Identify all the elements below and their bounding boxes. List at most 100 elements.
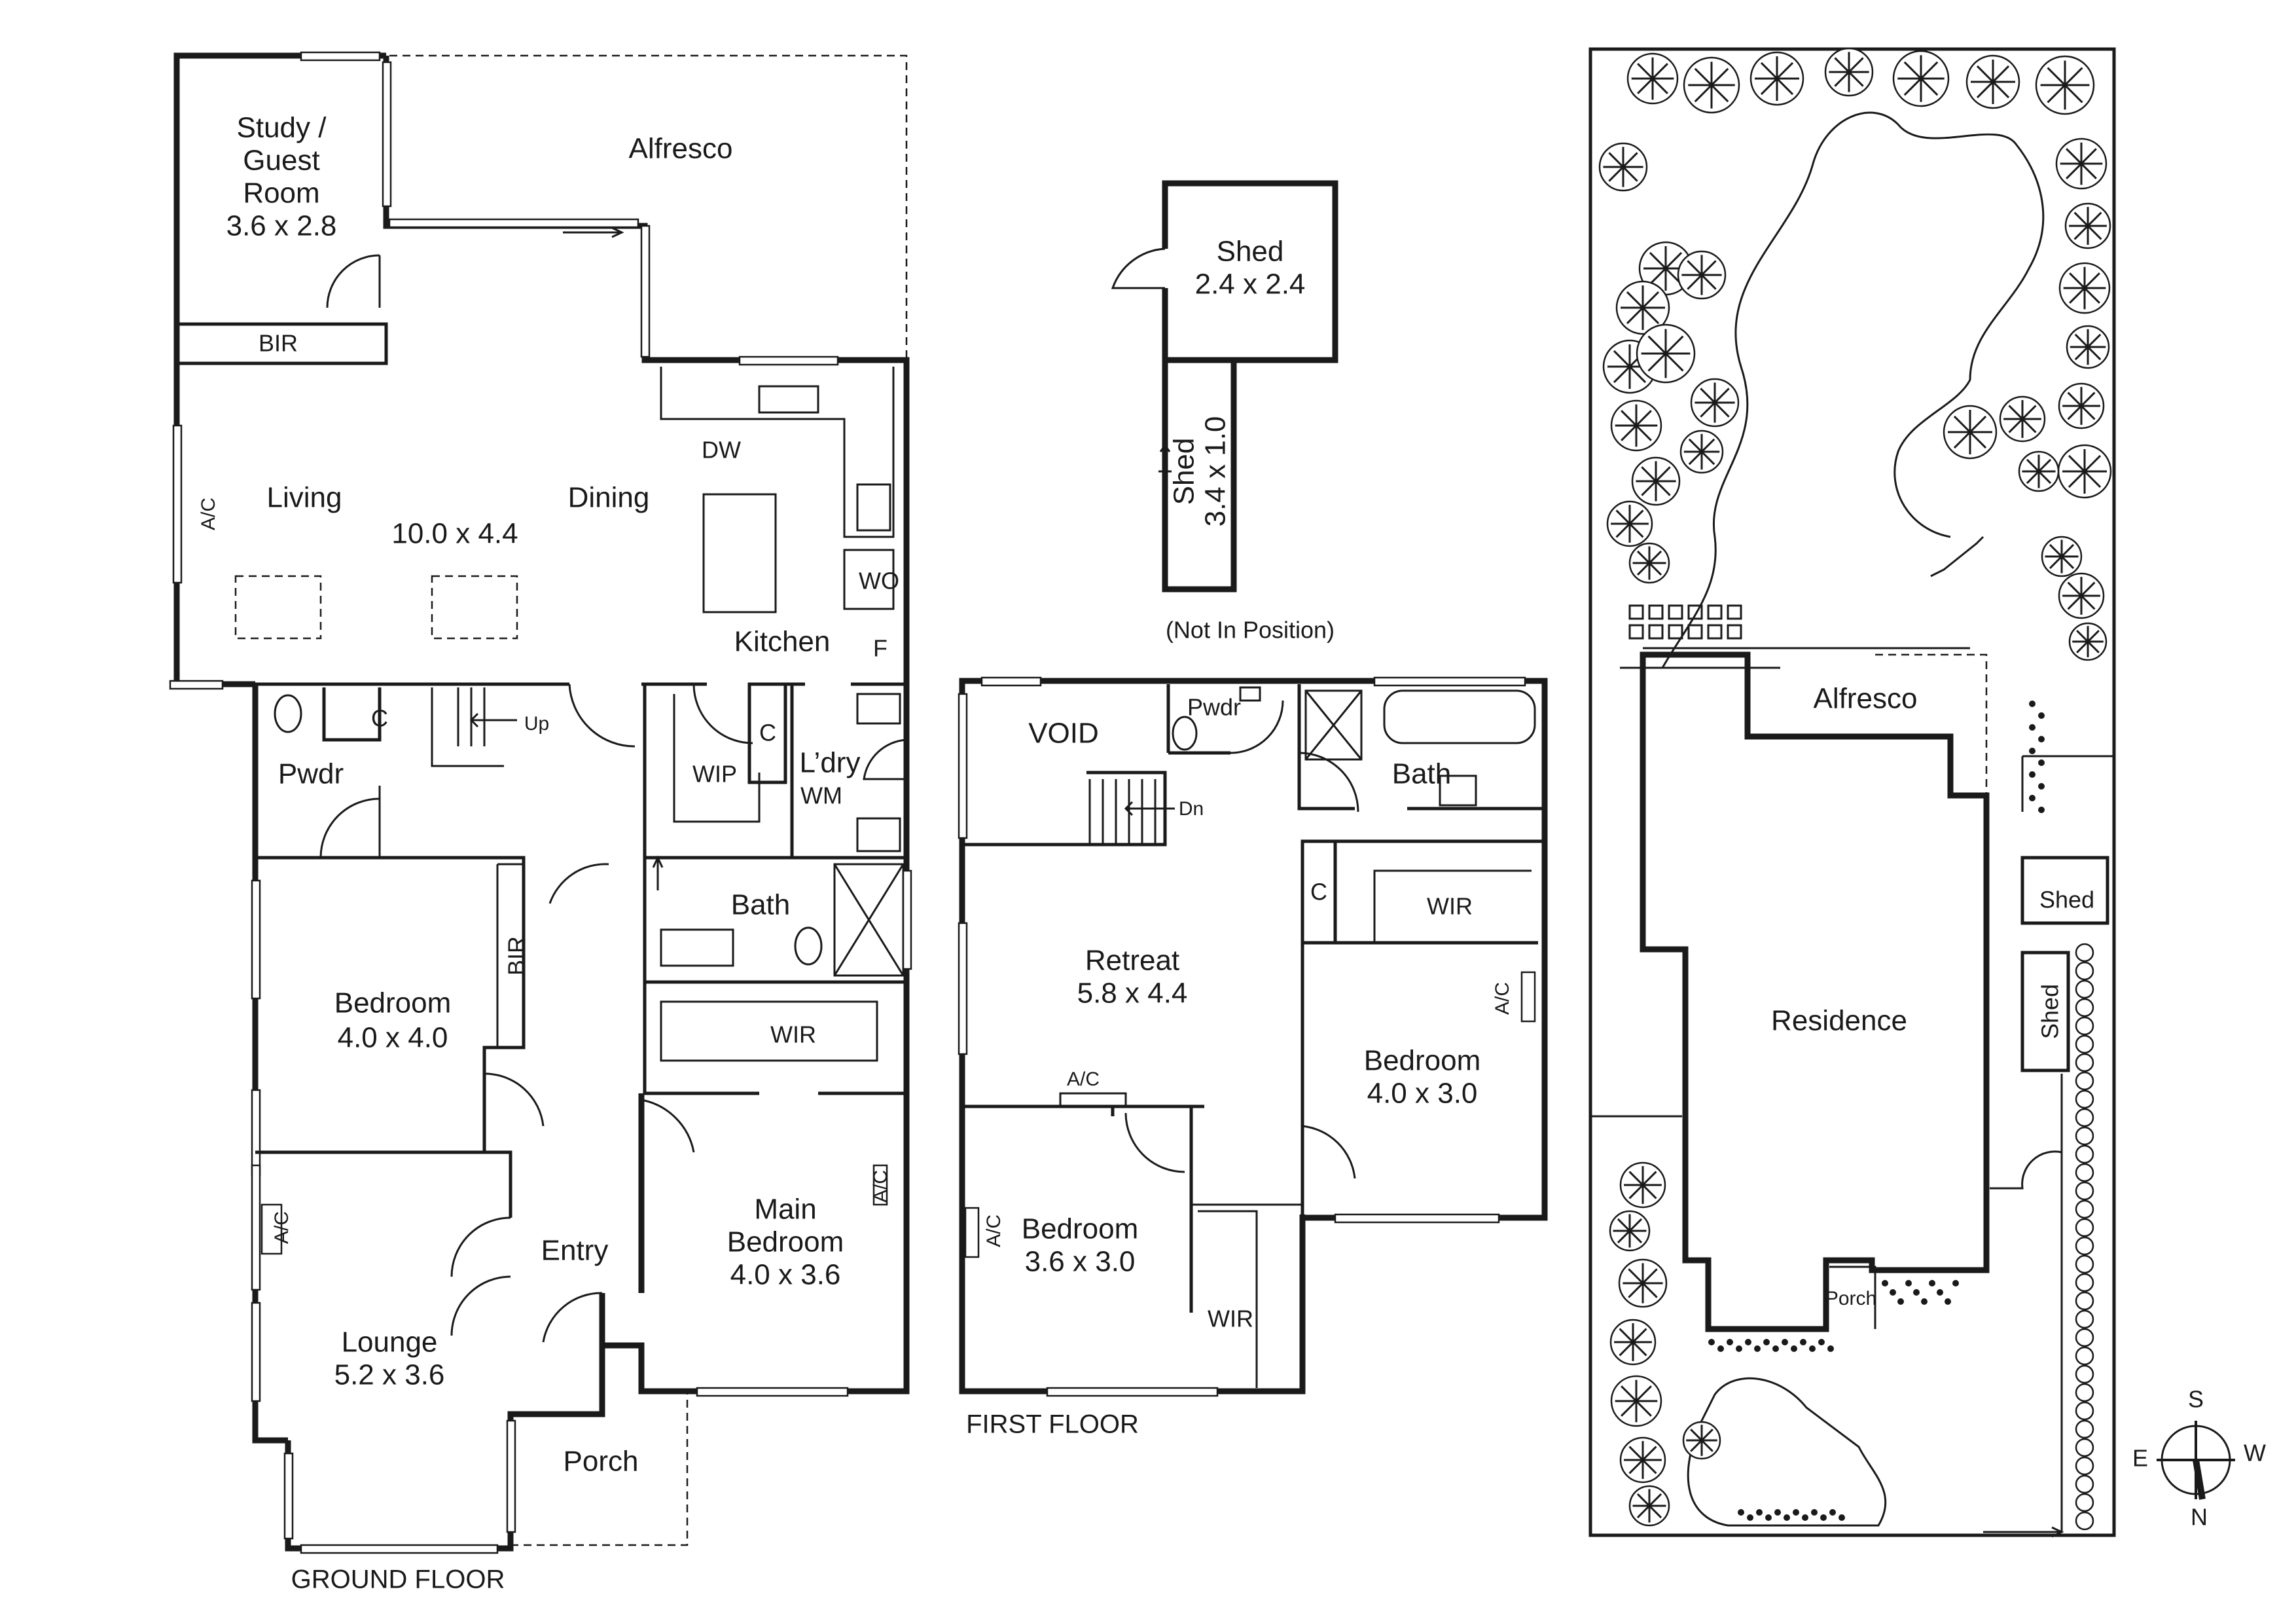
ac-retreat-label: A/C	[1067, 1068, 1100, 1090]
shrub-dot	[2038, 783, 2045, 790]
laundry-label: L’dry	[800, 747, 861, 779]
tree-branch	[2067, 405, 2083, 420]
tree-branch	[1700, 450, 1715, 465]
entry-label: Entry	[541, 1235, 609, 1267]
shed-long-size: 3.4 x 1.0	[1200, 416, 1232, 527]
tree-branch	[1664, 251, 1683, 270]
tree-branch	[1848, 57, 1864, 73]
porch-label: Porch	[564, 1446, 639, 1478]
hedge-shrub	[2075, 1511, 2094, 1531]
stairs-up-label: Up	[524, 713, 549, 735]
kitchen-label: Kitchen	[734, 626, 831, 658]
tree-branch	[2073, 211, 2089, 227]
ground-floor	[169, 51, 912, 1554]
tree-branch	[1710, 67, 1729, 86]
bedroom2-label: Bedroom	[1364, 1045, 1481, 1077]
shed-long-label: Shed	[1168, 438, 1200, 505]
tree-branch	[1622, 152, 1638, 168]
tree-branch	[1641, 1459, 1657, 1474]
tree-branch	[2087, 333, 2102, 348]
tree-branch	[1622, 166, 1638, 182]
tree-branch	[1615, 509, 1631, 525]
study-label-line2: Guest	[243, 145, 319, 177]
hedge-shrub	[2075, 1383, 2094, 1402]
tree-branch	[1953, 415, 1971, 433]
tree-branch	[1687, 274, 1703, 290]
tree-branch	[1641, 1171, 1657, 1186]
tree-branch	[1628, 1218, 1643, 1232]
tree-branch	[1615, 522, 1631, 538]
shrub-dot	[1827, 1345, 1834, 1352]
ac-main-label: A/C	[870, 1170, 891, 1203]
study-label-line1: Study /	[237, 112, 327, 144]
tree-branch	[1992, 65, 2010, 83]
fridge-label: F	[873, 635, 888, 662]
not-in-position-note: (Not In Position)	[1166, 617, 1335, 644]
tree-branch	[1641, 480, 1657, 496]
hedge-shrub	[2075, 1273, 2094, 1292]
tree-branch	[2080, 148, 2097, 165]
main-wir-label: WIR	[770, 1021, 816, 1048]
tree-branch	[2047, 67, 2066, 86]
void-label: VOID	[1028, 718, 1099, 750]
shed-large-label: Shed	[1217, 236, 1284, 268]
shrub-dot	[2038, 759, 2045, 766]
shrub-dot	[1756, 1509, 1763, 1516]
tree-branch	[2060, 555, 2075, 570]
site-shed-b-label: Shed	[2037, 984, 2064, 1039]
tree-branch	[1617, 1218, 1631, 1232]
tree-branch	[2064, 67, 2083, 86]
tree-branch	[2069, 272, 2086, 289]
hedge-shrub	[2075, 1474, 2094, 1494]
tree-branch	[1700, 1429, 1713, 1442]
hedge-shrub	[2075, 1419, 2094, 1439]
tree-branch	[1641, 1282, 1658, 1298]
tree-branch	[2080, 405, 2096, 420]
tree-branch	[1687, 260, 1703, 276]
tree-branch	[1628, 1446, 1644, 1461]
tree-branch	[2049, 555, 2063, 570]
tree-branch	[1619, 1328, 1634, 1343]
alfresco-label: Alfresco	[629, 133, 733, 165]
tree-branch	[2069, 287, 2086, 304]
hedge-shrub	[2075, 1199, 2094, 1219]
study-bir-label: BIR	[259, 330, 298, 357]
tree-branch	[1655, 480, 1671, 496]
shed-large-size: 2.4 x 2.4	[1195, 268, 1306, 301]
tree-branch	[1632, 1328, 1647, 1343]
hedge-shrub	[2075, 1016, 2094, 1036]
tree-branch	[2087, 630, 2100, 643]
tree-branch	[2037, 470, 2052, 484]
bedroom-bir-label: BIR	[503, 936, 530, 976]
tree-branch	[2026, 470, 2040, 484]
tree-branch	[2080, 581, 2096, 597]
tree-branch	[1641, 1184, 1657, 1199]
hedge-shrub	[2075, 1089, 2094, 1109]
tree-branch	[1641, 1446, 1657, 1461]
residence-label: Residence	[1771, 1005, 1907, 1037]
ac-lounge-label: A/C	[271, 1211, 293, 1244]
shrub-dot	[1802, 1514, 1808, 1521]
compass-w: W	[2244, 1440, 2266, 1467]
tree-branch	[1976, 81, 1994, 99]
main-bedroom-label-line1: Main	[754, 1194, 816, 1226]
tree-branch	[1621, 424, 1638, 441]
lounge-label: Lounge	[342, 1326, 438, 1359]
shrub-dot	[2029, 795, 2036, 801]
wall-oven-label: WO	[859, 568, 899, 594]
tree-branch	[1628, 509, 1644, 525]
tree-branch	[1613, 350, 1631, 368]
tree-branch	[2087, 346, 2102, 361]
tree-branch	[1700, 401, 1716, 418]
shrub-dot	[1811, 1509, 1818, 1516]
compass	[2157, 1421, 2235, 1500]
tree-branch	[1641, 466, 1657, 483]
ground-floor-caption: GROUND FLOOR	[291, 1565, 505, 1594]
tree-branch	[1688, 450, 1703, 465]
tree-branch	[2021, 418, 2037, 433]
main-bedroom-size: 4.0 x 3.6	[730, 1259, 841, 1291]
first-c-label: C	[1310, 879, 1327, 905]
tree-branch	[2066, 162, 2083, 179]
tree-branch	[2008, 405, 2024, 420]
tree-branch	[1649, 267, 1667, 285]
